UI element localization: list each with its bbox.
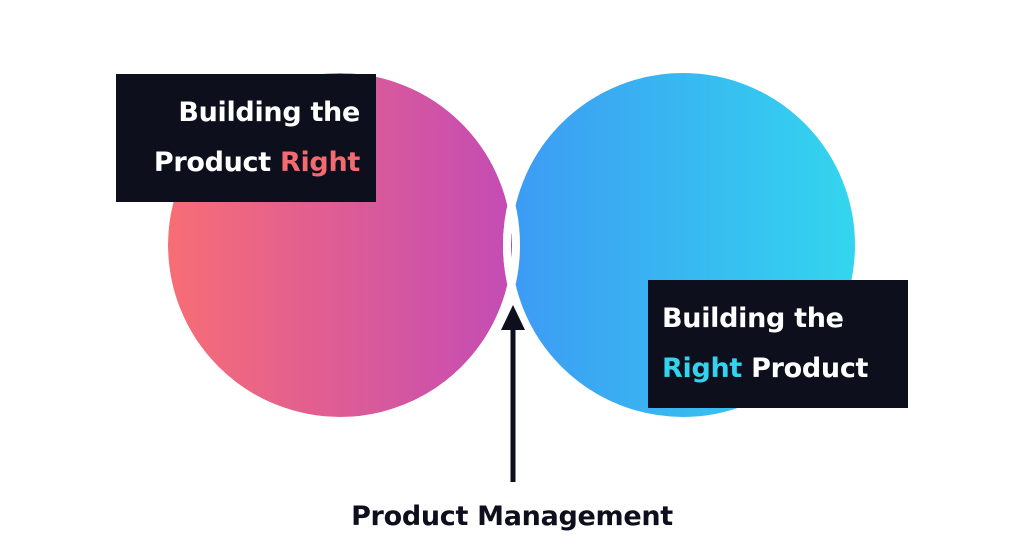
label-building-product-right: Building the Product Right [116,74,376,202]
intersection-outline-left [160,65,520,425]
label-building-right-product: Building the Right Product [648,280,908,408]
label-right-line2: Right Product [662,344,908,394]
label-left-line2: Product Right [116,138,360,188]
arrow-head-icon [501,305,525,330]
label-left-line2-plain: Product [153,147,280,178]
intersection-outline-right [503,69,516,421]
label-left-line1: Building the [178,97,360,128]
product-management-label: Product Management [351,501,673,532]
label-right-line1: Building the [662,303,844,334]
label-left-line2-accent: Right [279,147,360,178]
label-right-line2-accent: Right [662,353,743,384]
label-right-line2-plain: Product [742,353,869,384]
